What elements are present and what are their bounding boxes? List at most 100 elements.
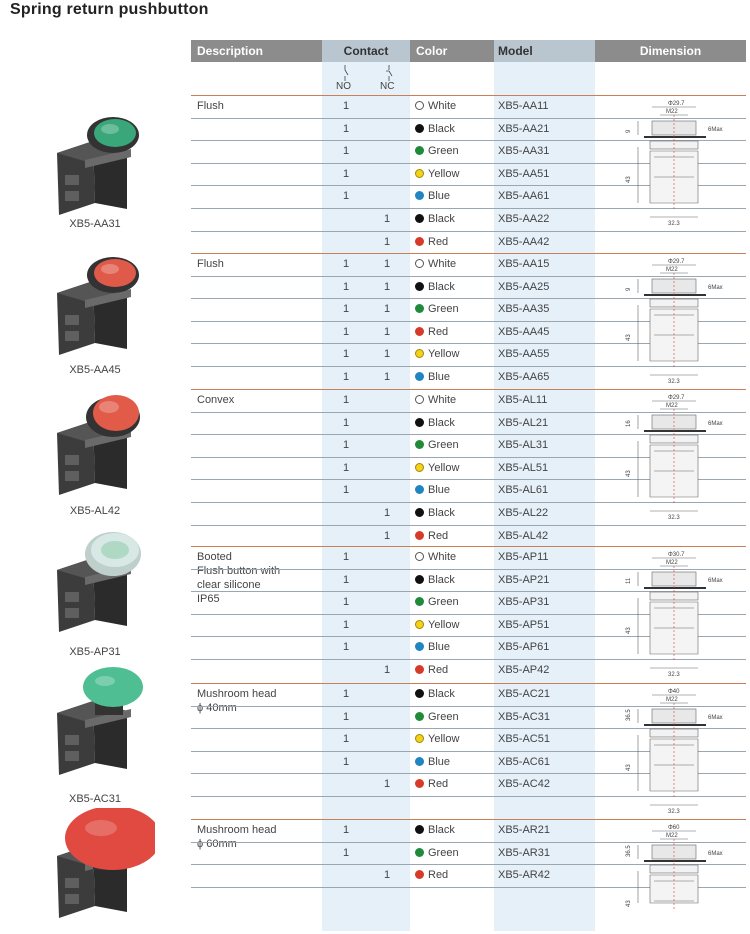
- model-number: XB5-AL61: [498, 484, 549, 497]
- color-dot-icon: [415, 574, 424, 584]
- model-number: XB5-AP21: [498, 573, 550, 586]
- svg-text:6Max: 6Max: [708, 285, 723, 291]
- color-cell: Red: [415, 236, 448, 248]
- svg-text:M22: M22: [666, 833, 678, 839]
- color-name: Black: [428, 688, 455, 700]
- color-dot-icon: [415, 734, 424, 744]
- contact-no-value: 1: [343, 846, 350, 859]
- row-divider: [191, 411, 746, 413]
- color-name: Red: [428, 664, 449, 676]
- color-name: Green: [428, 846, 459, 859]
- contact-no-value: 1: [343, 100, 350, 112]
- color-dot-icon: [415, 259, 424, 268]
- color-dot-icon: [415, 395, 424, 404]
- row-divider: [191, 185, 746, 187]
- model-number: XB5-AL21: [498, 416, 549, 429]
- product-image: [35, 385, 155, 500]
- color-dot-icon: [415, 825, 424, 834]
- color-cell: Blue: [415, 190, 450, 202]
- contact-no-value: 1: [343, 551, 350, 563]
- svg-text:6Max: 6Max: [708, 127, 723, 133]
- row-divider: [191, 636, 746, 638]
- row-divider: [191, 705, 746, 707]
- model-number: XB5-AR31: [498, 846, 550, 859]
- color-name: White: [428, 394, 457, 406]
- svg-text:11: 11: [626, 577, 632, 584]
- contact-no-value: 1: [343, 461, 350, 474]
- color-cell: Green: [415, 303, 459, 315]
- model-number: XB5-AC61: [498, 755, 550, 768]
- color-dot-icon: [415, 440, 424, 450]
- svg-text:32.3: 32.3: [668, 809, 680, 815]
- color-cell: Black: [415, 281, 455, 293]
- model-number: XB5-AA55: [498, 348, 550, 361]
- model-number: XB5-AA42: [498, 235, 550, 248]
- row-divider: [191, 140, 746, 142]
- row-divider: [191, 841, 746, 843]
- color-cell: Black: [415, 824, 455, 836]
- header-color: Color: [410, 40, 494, 62]
- color-name: Red: [428, 869, 449, 882]
- svg-text:36.5: 36.5: [626, 845, 632, 857]
- color-dot-icon: [415, 552, 424, 561]
- row-divider: [191, 886, 746, 888]
- color-name: Green: [428, 596, 459, 609]
- row-divider: [191, 750, 746, 752]
- row-divider: [191, 162, 746, 164]
- color-name: Blue: [428, 371, 451, 383]
- svg-text:9: 9: [626, 129, 632, 133]
- color-cell: White: [415, 394, 456, 406]
- contact-nc-value: 1: [384, 325, 391, 338]
- color-name: White: [428, 551, 457, 563]
- color-name: Black: [428, 280, 455, 293]
- model-number: XB5-AL51: [498, 461, 549, 474]
- contact-nc-value: 1: [384, 371, 391, 383]
- row-divider: [191, 230, 746, 232]
- svg-text:Φ29.7: Φ29.7: [668, 395, 685, 401]
- model-number: XB5-AP11: [498, 551, 549, 563]
- color-name: White: [428, 258, 457, 270]
- color-dot-icon: [415, 597, 424, 607]
- contact-nc-value: 1: [384, 280, 391, 293]
- contact-no-value: 1: [343, 439, 350, 452]
- color-name: Red: [428, 325, 449, 338]
- contact-no-value: 1: [343, 733, 350, 746]
- svg-text:6Max: 6Max: [708, 421, 723, 427]
- dimension-drawing: Φ40 M22 6Max 36.5 43 32.3: [610, 687, 738, 822]
- color-name: Yellow: [428, 733, 460, 746]
- color-cell: White: [415, 258, 456, 270]
- contact-no-value: 1: [343, 416, 350, 429]
- color-cell: Blue: [415, 371, 450, 383]
- header-contact-label: Contact: [343, 44, 389, 58]
- color-cell: Black: [415, 417, 455, 429]
- color-name: Black: [428, 416, 455, 429]
- dimension-drawing: Φ30.7 M22 6Max 11 43 32.3: [610, 550, 738, 685]
- color-name: Yellow: [428, 618, 460, 631]
- svg-text:43: 43: [626, 900, 632, 907]
- color-cell: Red: [415, 530, 448, 542]
- svg-text:36.5: 36.5: [626, 709, 632, 721]
- color-dot-icon: [415, 530, 424, 540]
- color-dot-icon: [415, 779, 424, 789]
- color-dot-icon: [415, 619, 424, 629]
- contact-no-value: 1: [343, 688, 350, 700]
- color-dot-icon: [415, 665, 424, 674]
- row-divider: [191, 479, 746, 481]
- header-description: Description: [191, 40, 322, 62]
- contact-no-value: 1: [343, 484, 350, 497]
- svg-text:43: 43: [626, 764, 632, 771]
- row-divider: [191, 728, 746, 730]
- row-divider: [191, 613, 746, 615]
- dimension-drawing: Φ60 M22 6Max 36.5 43: [610, 823, 738, 934]
- color-cell: Yellow: [415, 619, 459, 631]
- color-cell: Yellow: [415, 733, 459, 745]
- contact-no-value: 1: [343, 618, 350, 631]
- color-name: Green: [428, 710, 459, 723]
- contact-nc-value: 1: [384, 529, 391, 542]
- model-number: XB5-AC31: [498, 710, 550, 723]
- color-name: Black: [428, 213, 455, 225]
- color-cell: Yellow: [415, 348, 459, 360]
- row-divider: [191, 568, 746, 570]
- model-number: XB5-AC51: [498, 733, 550, 746]
- contact-no-value: 1: [343, 122, 350, 135]
